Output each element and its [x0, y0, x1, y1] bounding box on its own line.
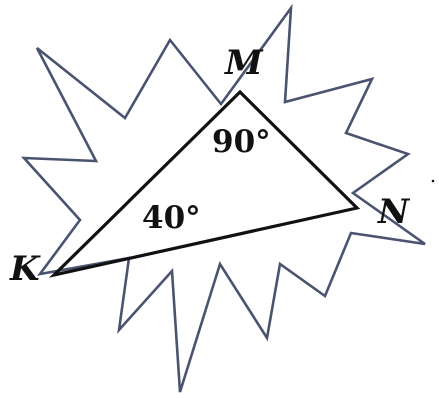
vertex-label-k: K — [9, 249, 41, 289]
vertex-label-n: N — [377, 192, 411, 232]
stray-mark — [431, 179, 435, 183]
vertex-label-m: M — [224, 43, 264, 83]
angle-label-k: 40° — [142, 200, 201, 236]
angle-label-m: 90° — [212, 124, 271, 160]
star-burst-outline — [20, 3, 426, 393]
triangle-kmn — [48, 89, 361, 278]
